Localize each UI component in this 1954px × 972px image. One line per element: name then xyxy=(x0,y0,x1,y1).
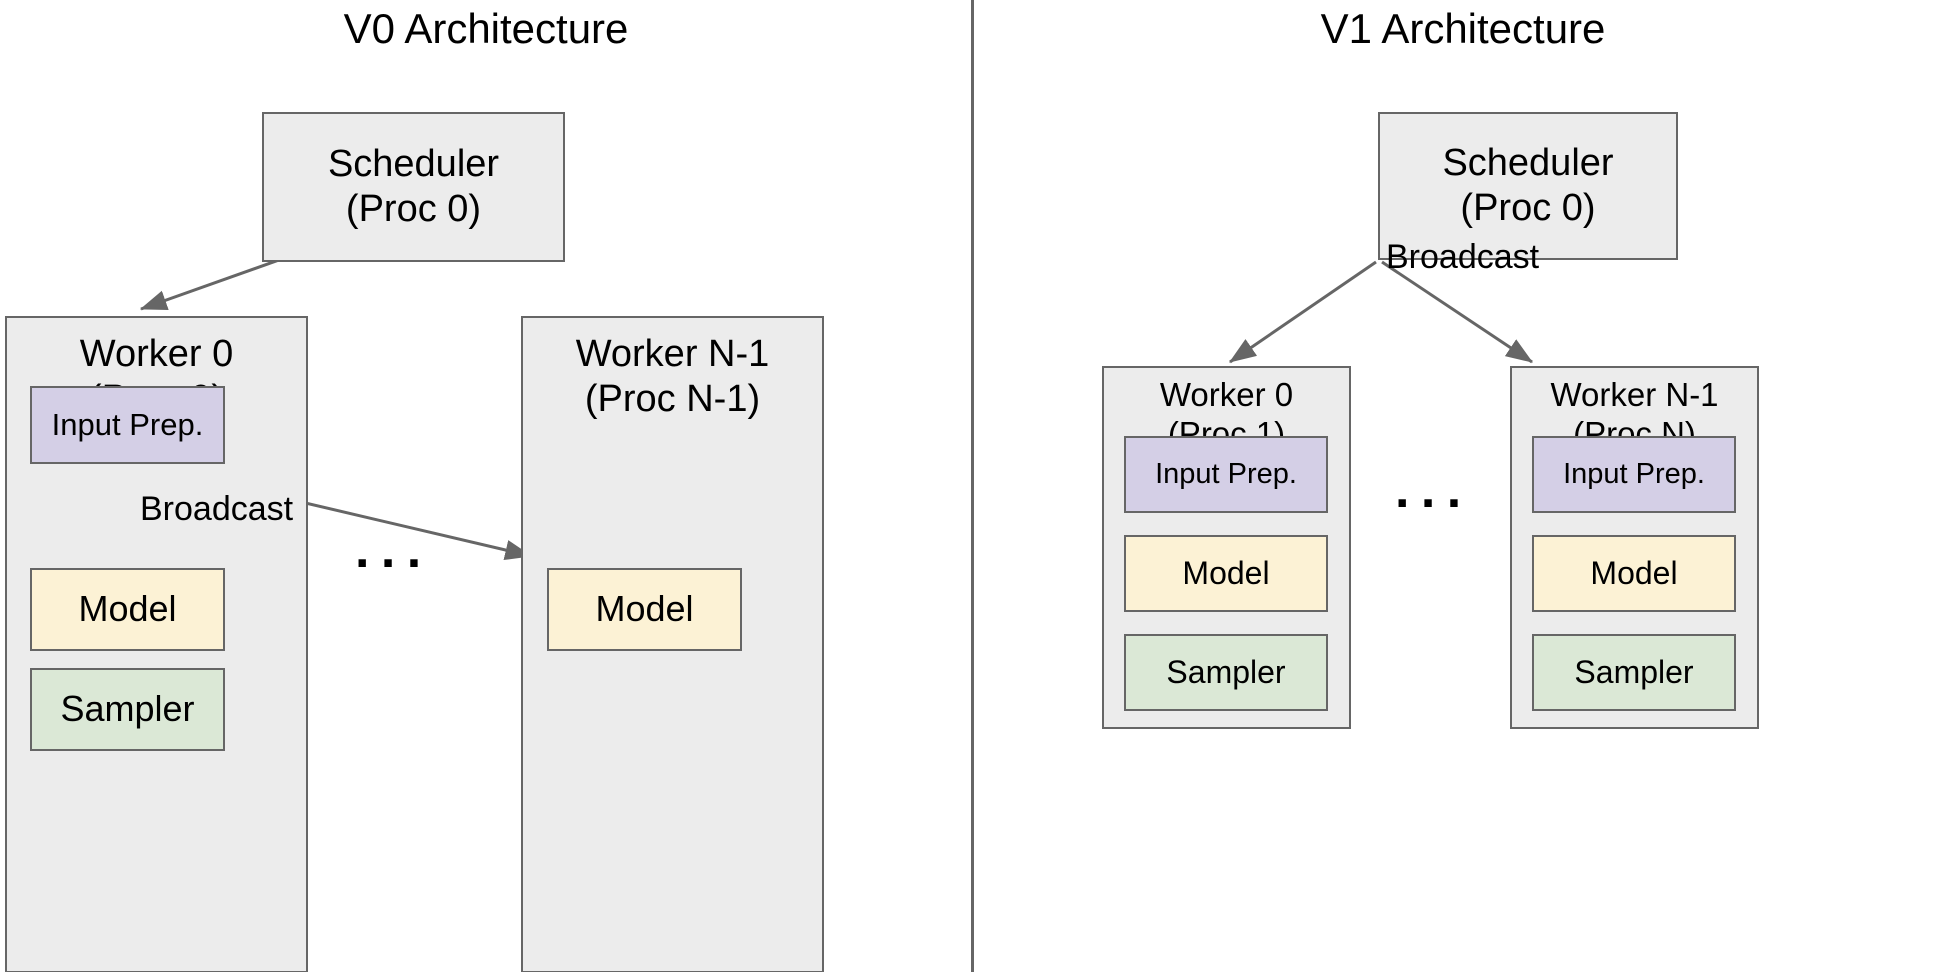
v0-scheduler-line2: (Proc 0) xyxy=(345,188,482,230)
v0-worker-0-model-box[interactable]: Model xyxy=(30,568,225,651)
v1-worker-0-input-prep-label: Input Prep. xyxy=(1155,458,1297,491)
v1-worker-n1-model-label: Model xyxy=(1590,554,1678,591)
v1-worker-0-sampler-box[interactable]: Sampler xyxy=(1124,634,1328,711)
v0-broadcast-label: Broadcast xyxy=(140,490,294,528)
arrow-scheduler-to-workern1 xyxy=(1381,260,1533,364)
v1-worker-n1-line1: Worker N-1 xyxy=(1550,376,1719,413)
arrow-scheduler-to-worker0 xyxy=(1229,260,1377,364)
v0-worker-0-input-prep-box[interactable]: Input Prep. xyxy=(30,386,225,464)
v0-worker-0-model-label: Model xyxy=(78,588,177,630)
v0-worker-n1-model-box[interactable]: Model xyxy=(547,568,742,651)
v0-worker-0-sampler-box[interactable]: Sampler xyxy=(30,668,225,751)
v1-scheduler-line1: Scheduler xyxy=(1442,142,1614,185)
v1-scheduler-box[interactable]: Scheduler (Proc 0) xyxy=(1378,112,1678,260)
v1-worker-n1-sampler-box[interactable]: Sampler xyxy=(1532,634,1736,711)
v1-worker-0-model-box[interactable]: Model xyxy=(1124,535,1328,612)
v0-worker-0-input-prep-label: Input Prep. xyxy=(51,406,204,442)
v1-worker-0-input-prep-box[interactable]: Input Prep. xyxy=(1124,436,1328,513)
v0-worker-n1-line1: Worker N-1 xyxy=(575,333,770,375)
v1-worker-0-model-label: Model xyxy=(1182,554,1270,591)
panel-v0-architecture: V0 Architecture Scheduler (Proc 0) Worke… xyxy=(0,0,972,972)
v1-worker-n1-input-prep-label: Input Prep. xyxy=(1563,458,1705,491)
v1-scheduler-line2: (Proc 0) xyxy=(1460,187,1596,229)
v0-scheduler-box[interactable]: Scheduler (Proc 0) xyxy=(262,112,565,262)
v1-broadcast-label: Broadcast xyxy=(1386,238,1540,276)
v1-worker-n1-input-prep-box[interactable]: Input Prep. xyxy=(1532,436,1736,513)
v0-worker-0-line1: Worker 0 xyxy=(79,333,234,375)
panel-divider xyxy=(971,0,974,972)
v0-scheduler-line1: Scheduler xyxy=(327,143,500,186)
v1-worker-n1-sampler-label: Sampler xyxy=(1574,653,1694,690)
v0-worker-ellipsis: ... xyxy=(355,521,433,579)
v1-worker-n1-model-box[interactable]: Model xyxy=(1532,535,1736,612)
v1-worker-0-line1: Worker 0 xyxy=(1159,376,1294,413)
v0-worker-n1-model-label: Model xyxy=(595,588,694,630)
v1-worker-0-sampler-label: Sampler xyxy=(1166,653,1286,690)
v1-worker-ellipsis: ... xyxy=(1395,461,1473,519)
v0-worker-n1-line2: (Proc N-1) xyxy=(584,377,761,420)
panel-title-v1: V1 Architecture xyxy=(1320,5,1606,52)
panel-v1-architecture: V1 Architecture Scheduler (Proc 0) Broad… xyxy=(972,0,1954,972)
v0-worker-0-sampler-label: Sampler xyxy=(60,688,195,730)
panel-title-v0: V0 Architecture xyxy=(343,5,629,52)
